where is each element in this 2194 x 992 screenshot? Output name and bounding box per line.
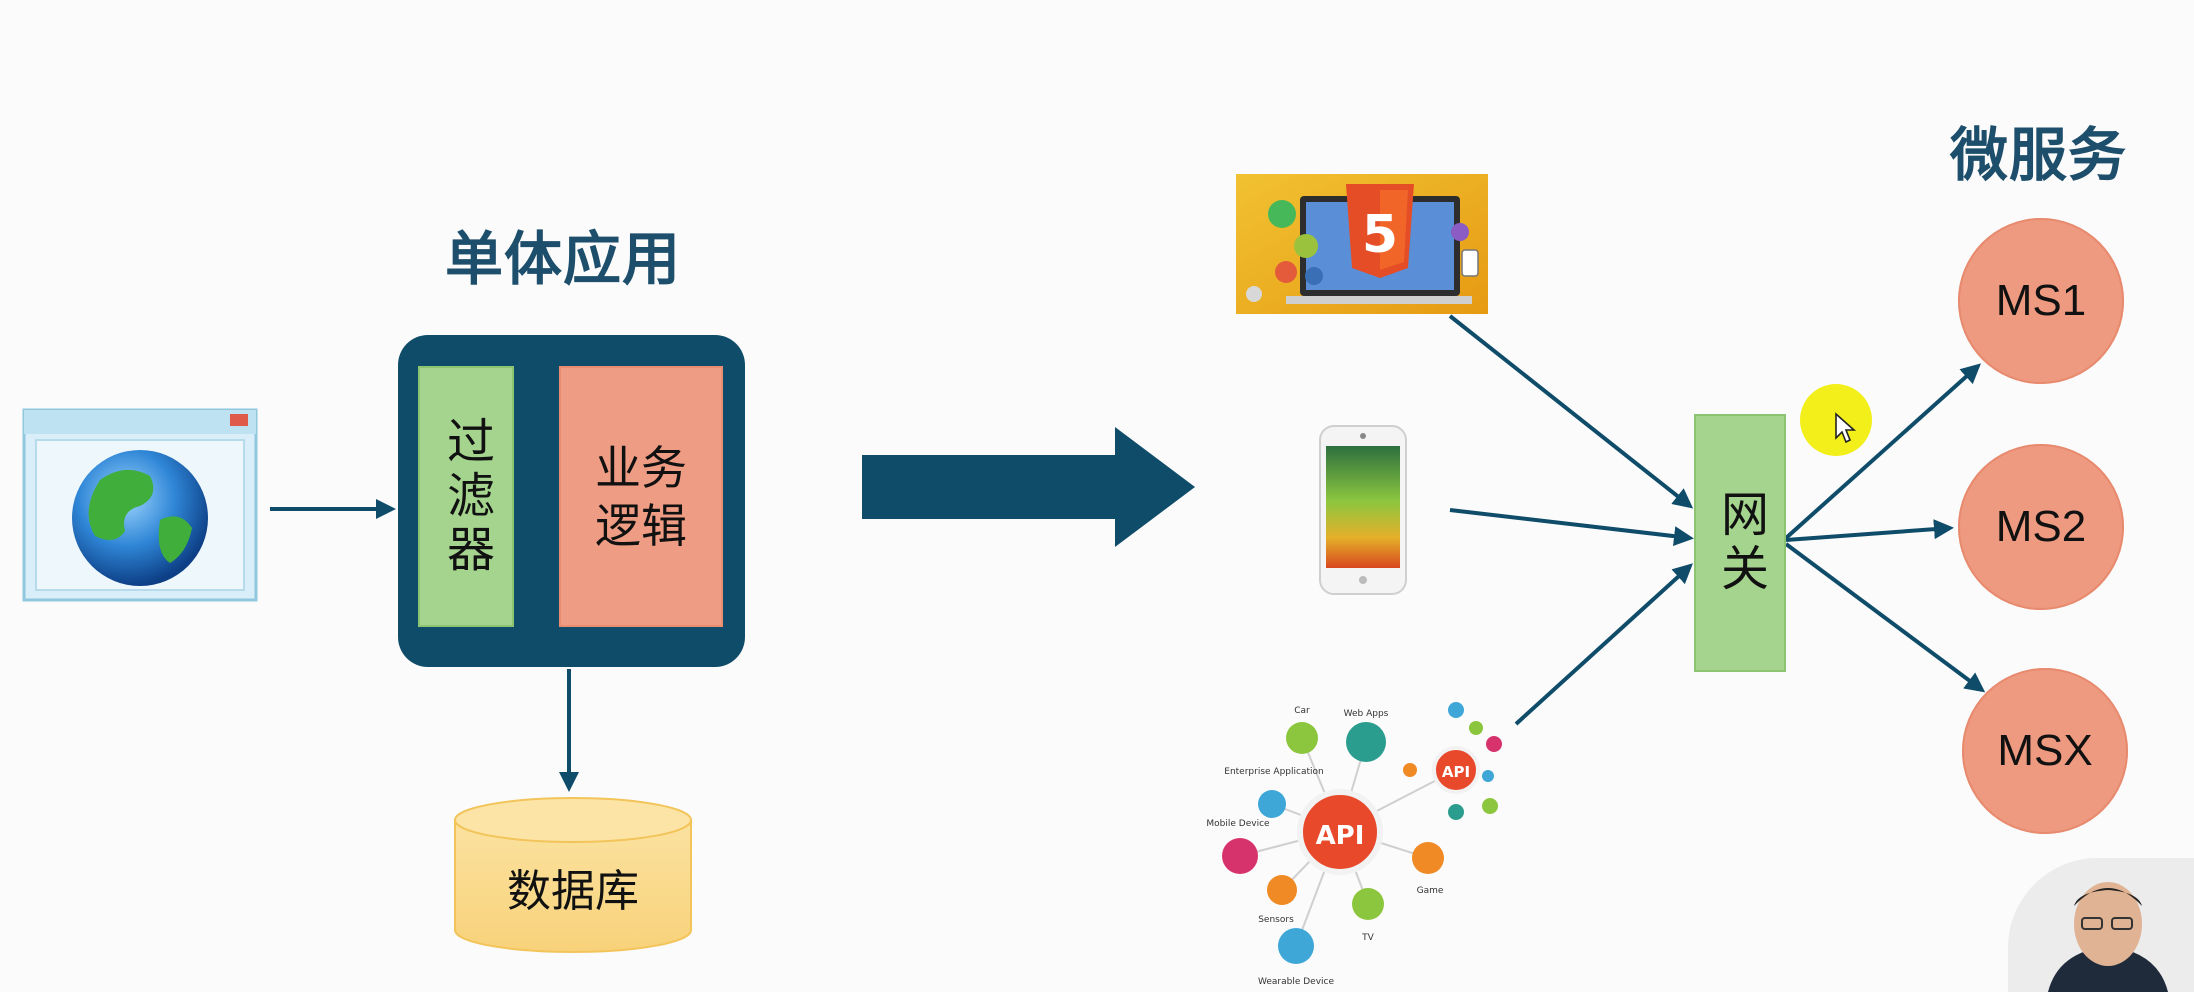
api-center-label: API (1316, 821, 1365, 851)
smartphone-icon (1320, 426, 1406, 594)
api-node-enterprise: Enterprise Application (1224, 767, 1323, 777)
html5-to-gateway-arrow (1450, 316, 1690, 506)
api-node-wearable: Wearable Device (1258, 977, 1334, 987)
business-logic-block: 业务逻辑 (559, 366, 723, 627)
business-logic-label: 业务逻辑 (586, 439, 696, 555)
microservice-ms2: MS2 (1958, 444, 2124, 610)
transition-arrow (862, 427, 1195, 547)
filter-block: 过滤器 (418, 366, 514, 627)
api-to-gateway-arrow (1516, 566, 1690, 724)
api-node-mobile: Mobile Device (1206, 819, 1270, 829)
api-network-icon: API API Car Web Apps Enterprise Applicat… (1206, 702, 1502, 987)
gateway-to-ms2-arrow (1786, 528, 1950, 540)
browser-globe-icon (24, 410, 256, 600)
gateway-to-msx-arrow (1786, 544, 1982, 690)
api-node-sensors: Sensors (1258, 915, 1294, 925)
html5-devices-icon: 5 (1236, 174, 1488, 314)
api-node-tv: TV (1361, 933, 1374, 943)
html5-badge: 5 (1362, 205, 1398, 265)
gateway-label: 网关 (1705, 489, 1775, 597)
mobile-to-gateway-arrow (1450, 510, 1690, 538)
api-sub-label: API (1442, 763, 1470, 781)
api-node-web-apps: Web Apps (1344, 709, 1389, 719)
microservice-ms1: MS1 (1958, 218, 2124, 384)
api-node-game: Game (1417, 886, 1444, 896)
microservice-msx: MSX (1962, 668, 2128, 834)
gateway-block: 网关 (1694, 414, 1786, 672)
database-label: 数据库 (455, 855, 691, 919)
cursor-icon (1834, 412, 1858, 446)
filter-label: 过滤器 (431, 416, 501, 578)
api-node-car: Car (1294, 706, 1310, 716)
